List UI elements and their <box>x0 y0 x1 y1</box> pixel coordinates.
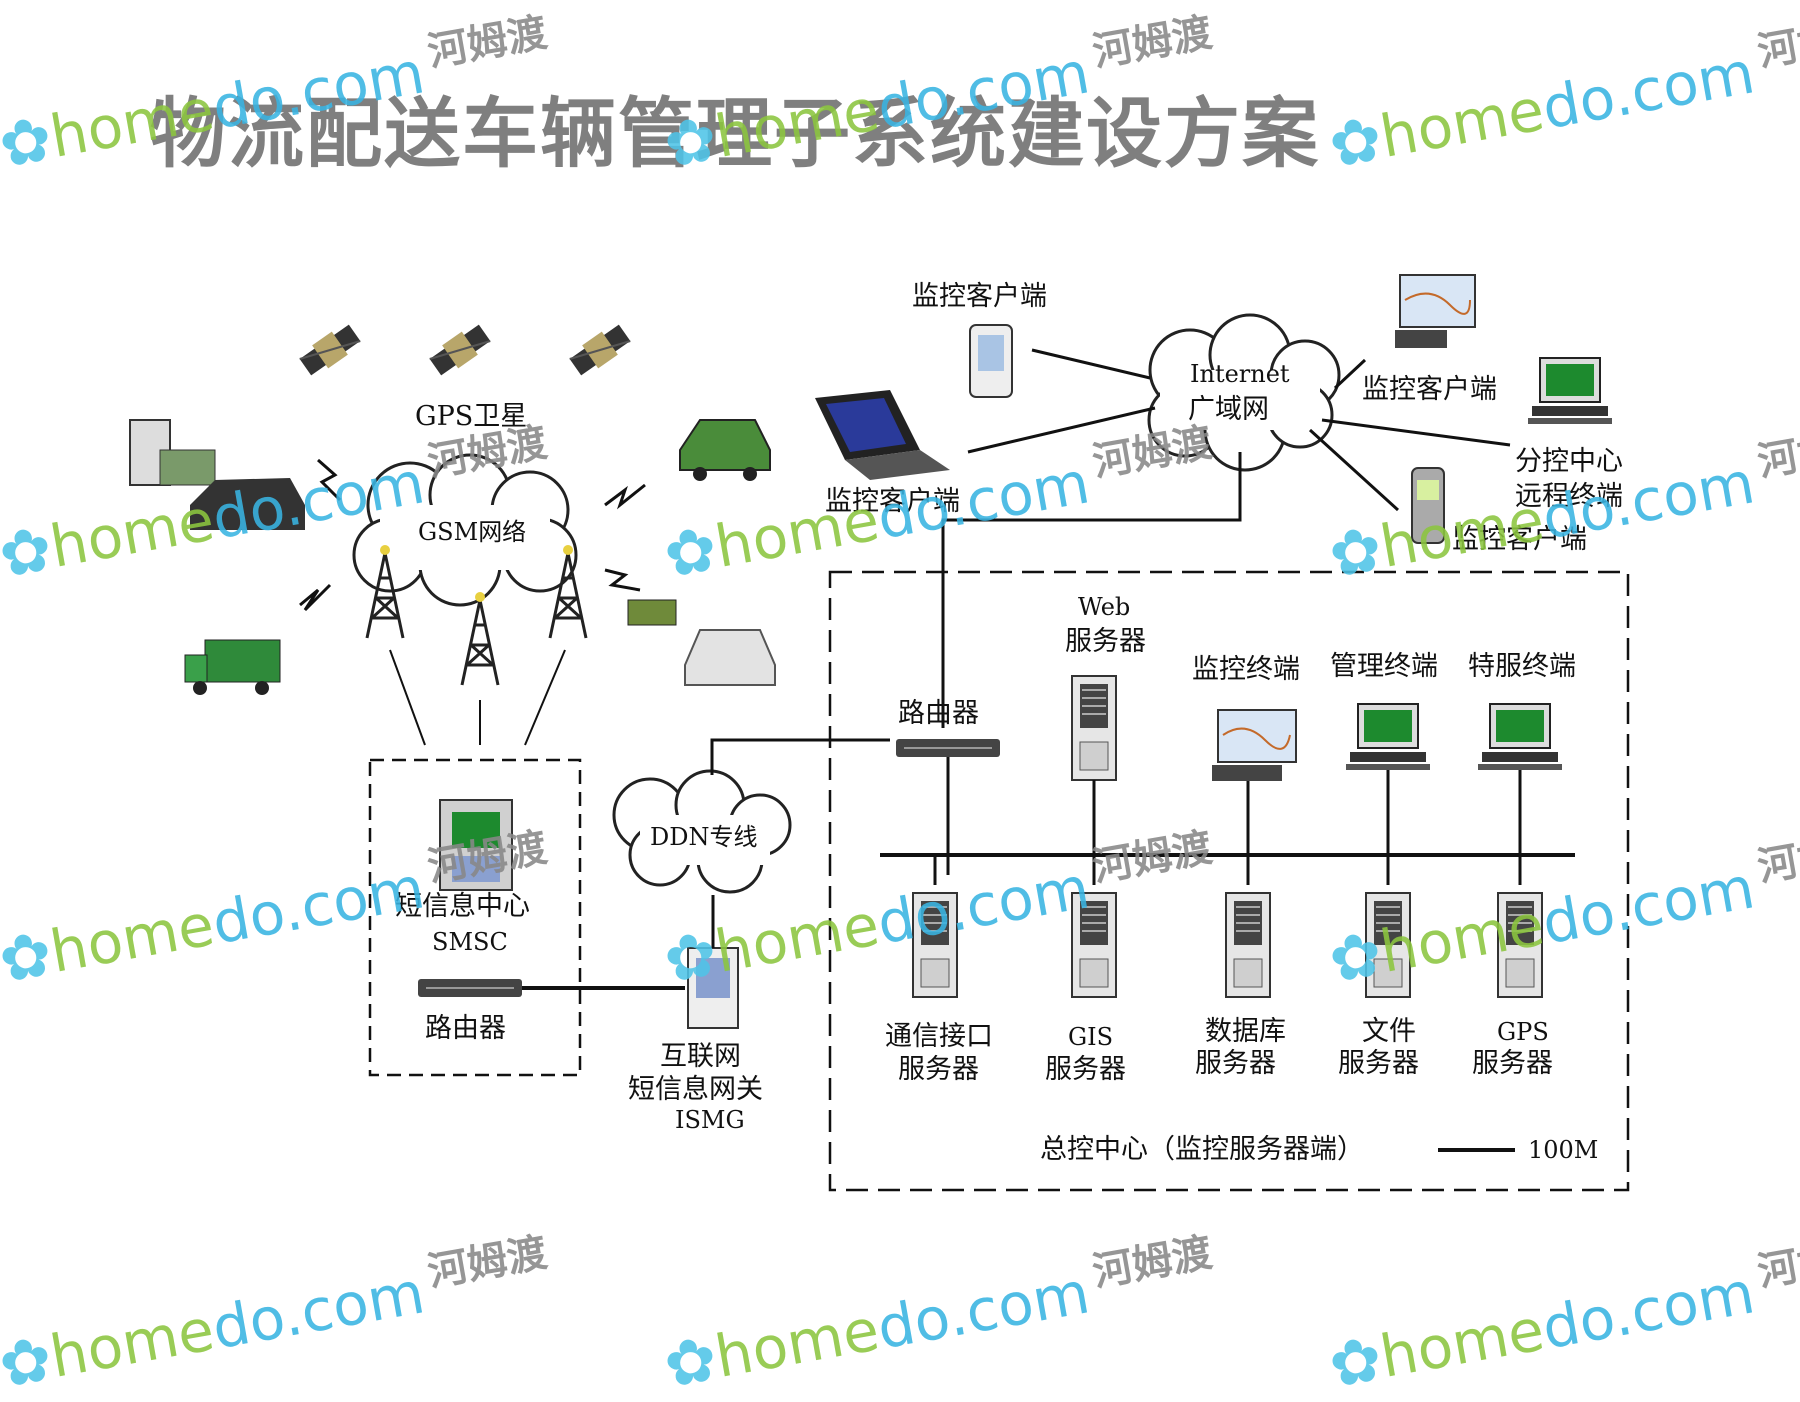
label-router-left: 路由器 <box>425 1013 506 1044</box>
minivan-icon <box>627 599 776 686</box>
label-comm-server-2: 服务器 <box>898 1054 979 1085</box>
satellite-icon <box>426 320 494 380</box>
label-monitor-client-laptop: 监控客户端 <box>825 486 960 517</box>
tower-links <box>389 649 566 746</box>
smsc-frame <box>368 758 582 1077</box>
gps-server-icon <box>1497 892 1543 998</box>
label-special-terminal: 特服终端 <box>1468 651 1576 682</box>
label-router-center: 路由器 <box>898 698 979 729</box>
label-monitor-client-phone: 监控客户端 <box>1452 524 1587 555</box>
label-branch-center-2: 远程终端 <box>1515 481 1623 512</box>
label-gsm-network: GSM网络 <box>418 518 526 546</box>
label-monitor-terminal: 监控终端 <box>1192 654 1300 685</box>
label-control-center: 总控中心（监控服务器端） <box>1040 1134 1364 1165</box>
gis-server-icon <box>1071 892 1117 998</box>
monitor-map-icon <box>1395 274 1476 348</box>
label-file-server-1: 文件 <box>1362 1016 1416 1047</box>
label-gis-server-1: GIS <box>1068 1023 1113 1051</box>
truck-icon <box>184 639 281 695</box>
network-diagram: GPS卫星 GSM网络 <box>129 274 1630 1192</box>
router-icon <box>895 738 1001 758</box>
label-branch-center-1: 分控中心 <box>1515 446 1623 477</box>
label-db-server-2: 服务器 <box>1195 1048 1276 1079</box>
label-sms-center: 短信息中心 <box>395 891 530 922</box>
vehicle-device-icon <box>129 419 305 530</box>
file-server-icon <box>1365 892 1411 998</box>
web-server-icon <box>1071 675 1117 781</box>
satellite-icon <box>296 320 364 380</box>
label-smsc: SMSC <box>432 928 508 956</box>
satellite-icon <box>566 320 634 380</box>
pc-icon <box>1527 357 1613 425</box>
label-wan: 广域网 <box>1188 394 1269 425</box>
label-db-server-1: 数据库 <box>1205 1016 1286 1047</box>
label-ismg-1: 互联网 <box>660 1041 741 1072</box>
label-comm-server-1: 通信接口 <box>885 1021 993 1052</box>
label-monitor-client-top: 监控客户端 <box>912 281 1047 312</box>
label-ismg-3: ISMG <box>675 1106 745 1134</box>
label-gps-server-2: 服务器 <box>1472 1048 1553 1079</box>
label-ismg-2: 短信息网关 <box>628 1074 763 1105</box>
label-gps-satellite: GPS卫星 <box>415 401 527 432</box>
label-gps-server-1: GPS <box>1497 1018 1549 1046</box>
van-icon <box>679 419 771 481</box>
router-icon <box>417 978 523 998</box>
phone-icon <box>1411 467 1445 544</box>
signal-bolts <box>299 458 646 612</box>
manage-terminal-icon <box>1345 703 1431 771</box>
label-legend: 100M <box>1528 1136 1598 1164</box>
control-center-frame <box>828 570 1630 1192</box>
label-monitor-client-right: 监控客户端 <box>1362 374 1497 405</box>
pda-icon <box>969 324 1013 398</box>
monitor-terminal-icon <box>1212 709 1297 781</box>
cell-tower-icon <box>460 590 500 687</box>
label-manage-terminal: 管理终端 <box>1330 651 1438 682</box>
smsc-server-icon <box>439 799 513 891</box>
label-file-server-2: 服务器 <box>1338 1048 1419 1079</box>
ismg-server-icon <box>687 947 739 1029</box>
label-internet: Internet <box>1190 360 1290 388</box>
label-web-1: Web <box>1078 593 1130 621</box>
label-web-2: 服务器 <box>1065 626 1146 657</box>
laptop-icon <box>815 390 950 480</box>
db-server-icon <box>1225 892 1271 998</box>
label-ddn: DDN专线 <box>650 823 757 851</box>
label-gis-server-2: 服务器 <box>1045 1054 1126 1085</box>
page-title: 物流配送车辆管理子系统建设方案 <box>150 89 1320 178</box>
special-terminal-icon <box>1477 703 1563 771</box>
comm-server-icon <box>912 892 958 998</box>
